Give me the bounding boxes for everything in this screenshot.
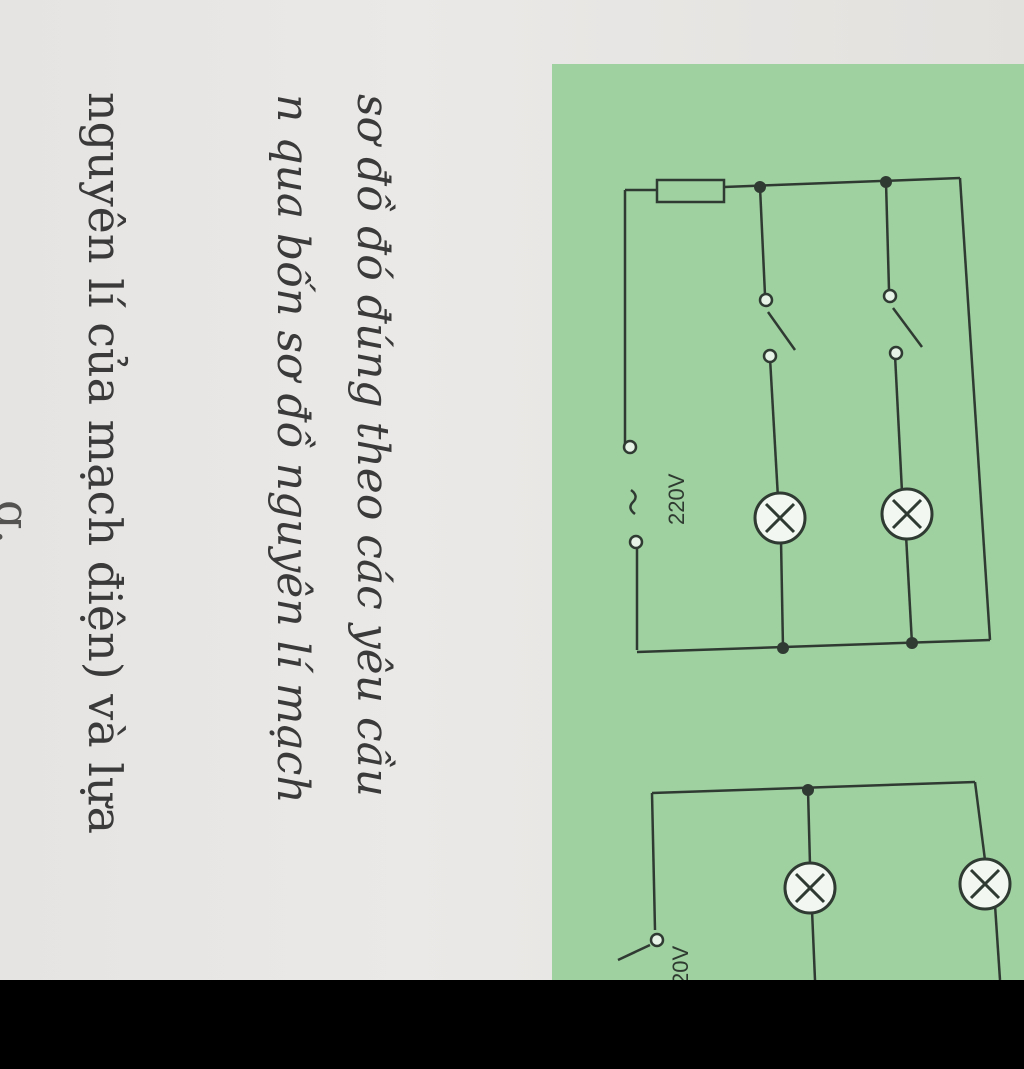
terminal [649, 932, 665, 948]
voltage-label-220v: 220V [664, 473, 689, 525]
terminal [628, 534, 644, 550]
lamp-symbol [753, 491, 807, 545]
voltage-label-partial: 20V [668, 945, 693, 980]
switch-lever [891, 307, 924, 348]
junction-dots [754, 176, 918, 796]
circuit-diagram-left-partial [617, 780, 1002, 980]
lamp-symbol [880, 487, 934, 541]
circuit-diagrams [617, 176, 1012, 980]
circuit-diagram-right [623, 176, 992, 654]
switch-lever [766, 311, 797, 351]
lamp-symbol [783, 861, 837, 915]
book-page-photo: g. nguyên lí của mạch điện) và lựa n qua… [0, 0, 1024, 980]
terminal [762, 348, 778, 364]
lamp-symbol [958, 857, 1012, 911]
ac-source-symbol [629, 489, 637, 515]
terminal [888, 345, 904, 361]
terminal [622, 439, 638, 455]
black-bottom-bar [0, 980, 1024, 1069]
fuse-symbol [655, 178, 726, 204]
terminal [882, 288, 898, 304]
terminal [758, 292, 774, 308]
